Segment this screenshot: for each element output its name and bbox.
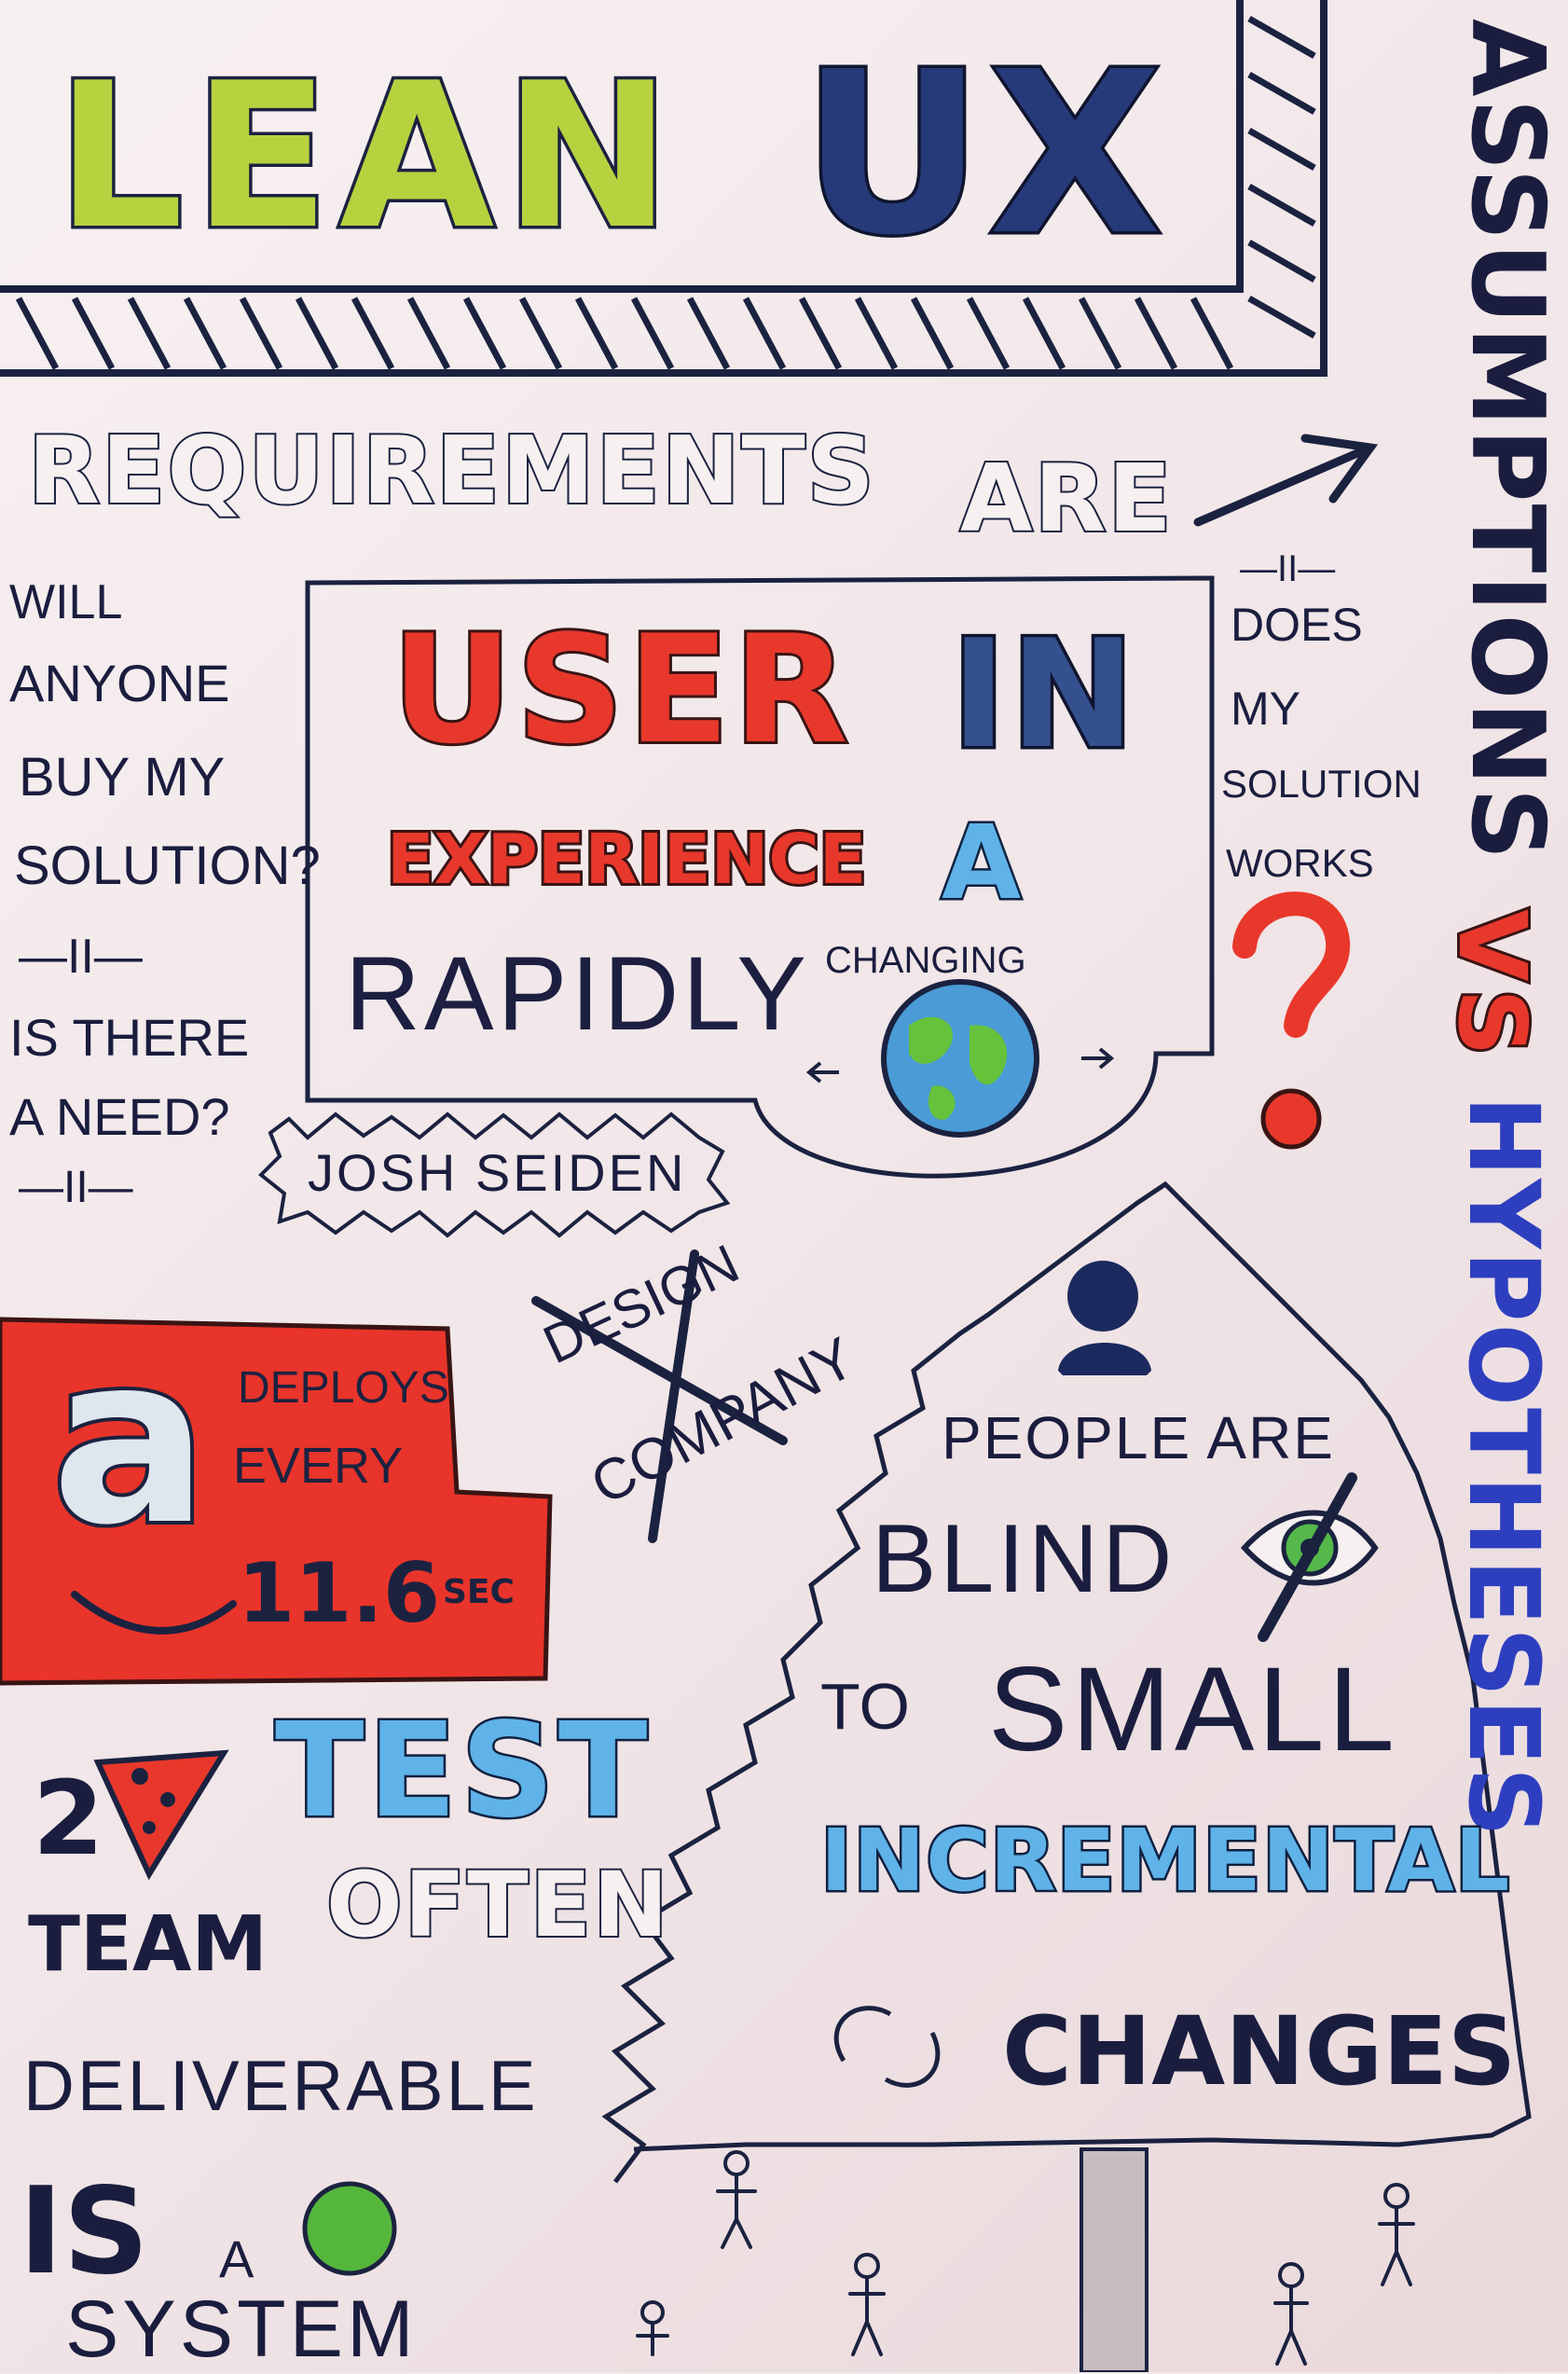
amazon-block (0, 1317, 553, 1686)
right-question-separator: —II— (1240, 548, 1336, 589)
green-ball-icon (302, 2181, 397, 2276)
mountain-outline (601, 1180, 1532, 2184)
right-question-my: MY (1231, 683, 1300, 735)
requirements-text: REQUIREMENTS (26, 416, 876, 525)
red-question-mark (1232, 891, 1351, 1150)
globe-icon (805, 979, 1115, 1138)
changes-text: CHANGES (1002, 1996, 1517, 2107)
assumptions-vertical: ASSUMPTIONS (1449, 19, 1565, 863)
deliverable-text: DELIVERABLE (23, 2047, 539, 2126)
team-two: 2 (33, 1759, 104, 1878)
incremental-text: INCREMENTAL (818, 1811, 1511, 1911)
bubble-rapidly: RAPIDLY (345, 935, 810, 1052)
to-text: TO (820, 1670, 910, 1743)
amazon-unit: SEC (443, 1573, 515, 1611)
title-ux: UX (799, 23, 1167, 284)
hatched-pole (1080, 2147, 1148, 2372)
small-text: SMALL (988, 1643, 1398, 1776)
question-a-need: A NEED? (9, 1087, 230, 1146)
bubble-changing: CHANGING (825, 940, 1026, 981)
people-are-text: PEOPLE ARE (942, 1404, 1335, 1471)
question-solution: SOLUTION? (14, 835, 321, 896)
amazon-number: 11.6 (238, 1545, 441, 1641)
question-separator: —II— (19, 930, 143, 984)
right-question-does: DOES (1231, 599, 1363, 651)
blind-text: BLIND (872, 1505, 1176, 1613)
question-buy-my: BUY MY (19, 747, 226, 807)
vs-vertical: VS (1435, 906, 1549, 1066)
bubble-in: IN (947, 607, 1139, 781)
bubble-a: A (939, 803, 1023, 922)
bubble-user: USER (389, 602, 852, 777)
cross-out (531, 1249, 788, 1543)
blind-eye-icon (1240, 1472, 1379, 1642)
speaker-burst (258, 1111, 731, 1238)
arrow-to-assumptions (1193, 434, 1379, 527)
team-text: TEAM (28, 1900, 268, 1989)
stick-figures (636, 2150, 1415, 2366)
deliverable-system: SYSTEM (65, 2284, 418, 2374)
pizza-slice-icon (93, 1749, 229, 1881)
title-lean: LEAN (52, 39, 681, 273)
person-silhouette-icon (1058, 1261, 1151, 1375)
amazon-logo: a (48, 1304, 213, 1576)
speech-bubble (305, 575, 1215, 1179)
deliverable-is: IS (19, 2162, 149, 2301)
question-is-there: IS THERE (9, 1008, 250, 1067)
amazon-deploys: DEPLOYS (238, 1363, 449, 1413)
bubble-experience: EXPERIENCE (384, 820, 869, 900)
test-text: TEST (272, 1695, 652, 1847)
question-anyone: ANYONE (9, 654, 230, 712)
title-frame (0, 0, 1327, 377)
hypotheses-vertical: HYPOTHESES (1447, 1096, 1561, 1839)
question-will: WILL (9, 575, 123, 629)
are-text: ARE (958, 444, 1174, 553)
often-text: OFTEN (324, 1853, 670, 1957)
right-question-solution: SOLUTION (1221, 762, 1422, 806)
amazon-every: EVERY (233, 1438, 404, 1494)
amazon-smile (71, 1591, 237, 1635)
deliverable-a: A (219, 2229, 254, 2288)
speaker-name: JOSH SEIDEN (308, 1143, 687, 1202)
right-question-works: WORKS (1226, 841, 1374, 885)
question-separator-2: —II— (19, 1163, 133, 1212)
cycle-arrows-icon (833, 2006, 941, 2088)
title-frame-hatching (15, 15, 1316, 370)
